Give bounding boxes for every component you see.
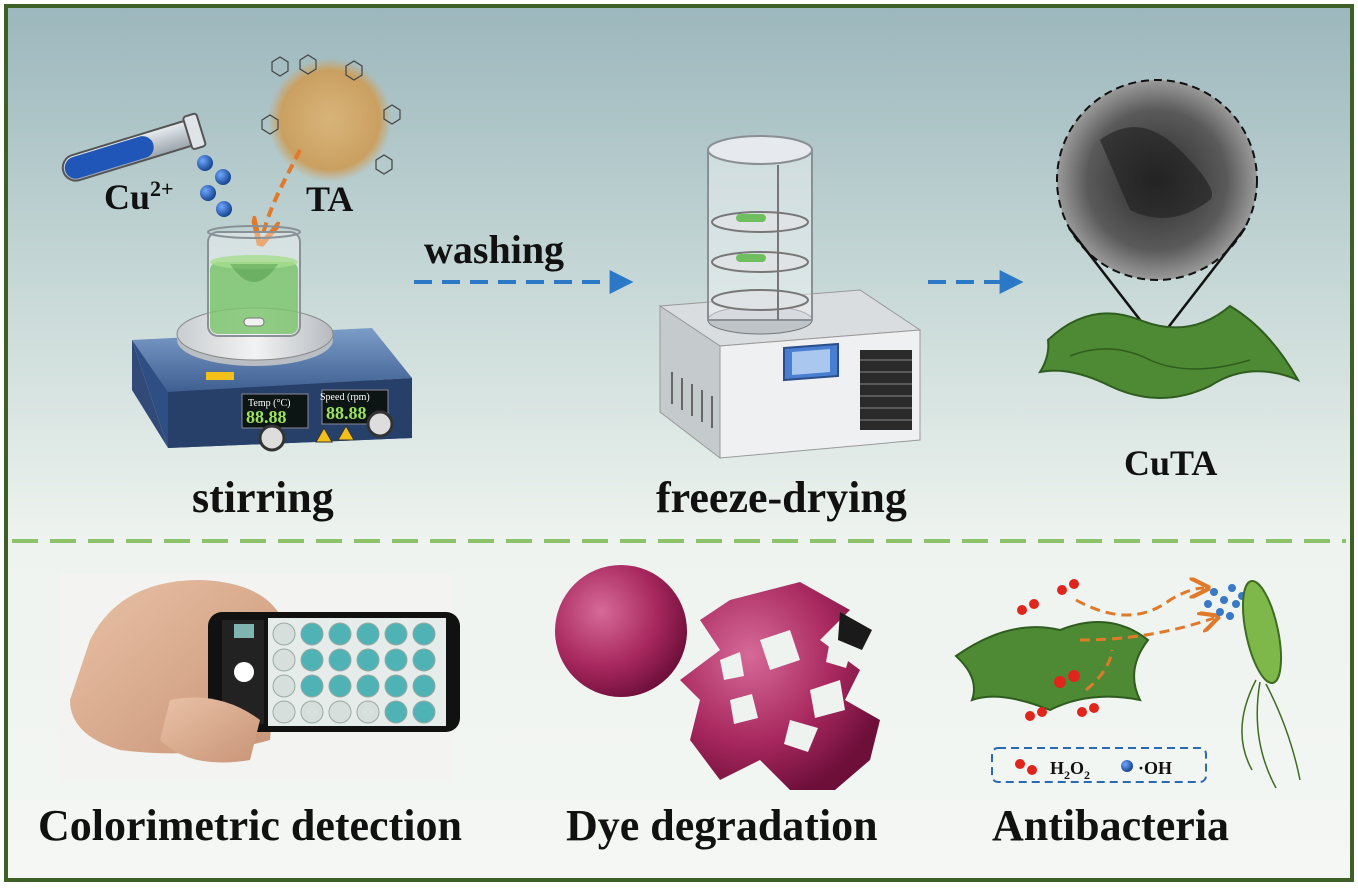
well [300,622,324,646]
well [356,674,380,698]
oh-legend-label: ·OH [1138,758,1172,778]
well [412,700,436,724]
speed-display: 88.88 [326,403,367,423]
well [272,700,296,724]
well [384,674,408,698]
freeze-dryer-icon [658,135,922,460]
reaction-arrows [1075,588,1214,692]
speed-label: Speed (rpm) [320,392,370,403]
cu-ion-label: Cu2+ [104,176,174,217]
well [384,622,408,646]
h2o2-legend-label: H2O2 [1050,758,1090,782]
h2o2-legend-icon [1015,759,1037,775]
well [328,648,352,672]
antibacteria-label: Antibacteria [992,801,1230,850]
well [300,674,324,698]
well [384,648,408,672]
ta-label: TA [306,179,354,219]
dye-degradation-label: Dye degradation [566,801,878,850]
h2o2-molecule-icons [1017,579,1099,721]
well [384,700,408,724]
test-tube-icon [61,112,207,182]
beaker-icon [207,225,301,337]
dye-sphere-icon [555,565,687,697]
well [412,648,436,672]
well [272,674,296,698]
well-plate [272,622,436,724]
degraded-sphere-icon [680,582,880,790]
temp-display: 88.88 [246,407,287,427]
well [300,700,324,724]
well [272,622,296,646]
well [356,648,380,672]
figure-frame [4,4,1354,882]
well [328,700,352,724]
stirring-label: stirring [192,473,334,522]
legend-box [991,747,1207,783]
well [412,674,436,698]
well [356,622,380,646]
temp-label: Temp (°C) [248,398,290,409]
well [300,648,324,672]
well [328,674,352,698]
well [356,700,380,724]
colorimetric-detection-label: Colorimetric detection [38,801,462,850]
well [328,622,352,646]
ta-addition-arrow [262,149,302,238]
bacterium-icon [1241,580,1301,789]
catalyst-sheet-icon [954,621,1150,712]
washing-label: washing [424,227,565,272]
oh-legend-icon [1121,760,1133,772]
well [412,622,436,646]
freeze-drying-label: freeze-drying [656,473,907,522]
cuta-label: CuTA [1124,443,1218,483]
cu-ion-particles [197,155,232,217]
cuta-nanosheet-icon [1037,304,1301,399]
well [272,648,296,672]
